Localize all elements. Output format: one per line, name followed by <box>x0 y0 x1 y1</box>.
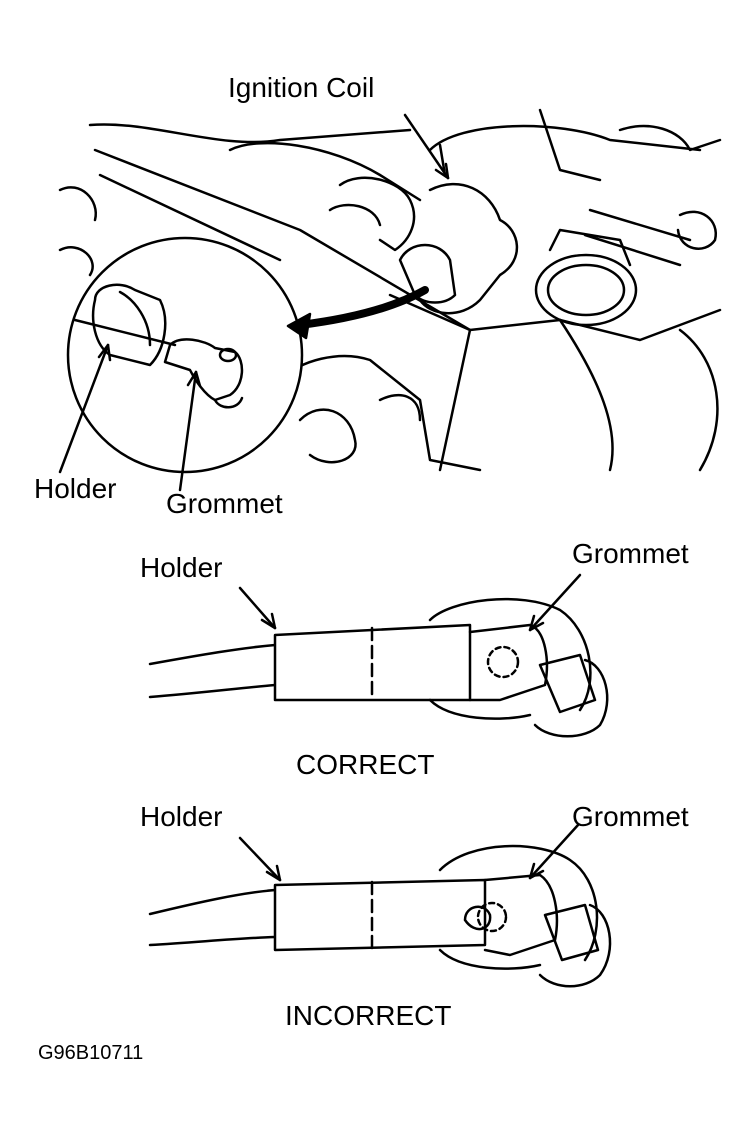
grommet-label-incorrect: Grommet <box>572 801 689 832</box>
engine-illustration <box>58 108 722 472</box>
holder-label-correct: Holder <box>140 552 223 583</box>
magnified-view-circle <box>66 236 304 474</box>
incorrect-caption: INCORRECT <box>285 1000 452 1031</box>
holder-label-top: Holder <box>34 473 117 504</box>
callout-arrows-top <box>58 113 450 492</box>
grommet-label-top: Grommet <box>166 488 283 519</box>
correct-caption: CORRECT <box>296 749 435 780</box>
figure-code: G96B10711 <box>38 1042 144 1064</box>
holder-label-incorrect: Holder <box>140 801 223 832</box>
correct-illustration <box>148 573 609 738</box>
incorrect-illustration <box>148 823 612 988</box>
ignition-coil-label: Ignition Coil <box>228 72 375 103</box>
grommet-label-correct: Grommet <box>572 538 689 569</box>
